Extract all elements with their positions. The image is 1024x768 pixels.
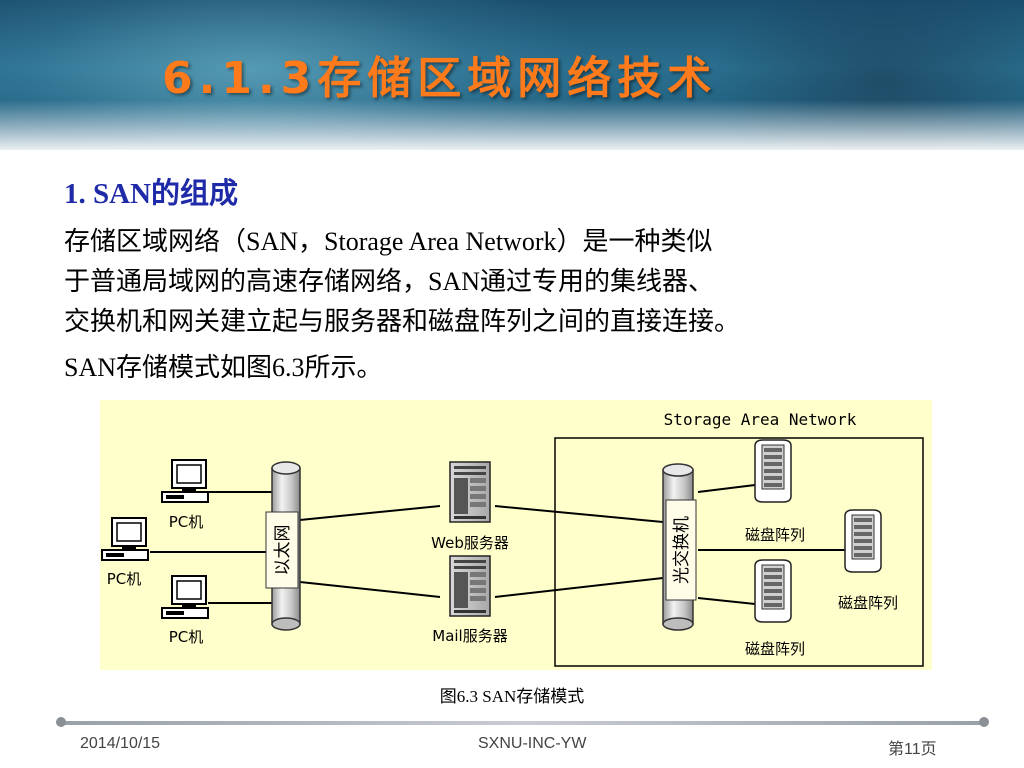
fc-switch-label: 光交换机 <box>672 516 692 584</box>
mail-server-label: Mail服务器 <box>432 627 507 645</box>
paragraph-line-3: 交换机和网关建立起与服务器和磁盘阵列之间的直接连接。 <box>64 307 741 336</box>
mail-server-icon <box>449 555 491 617</box>
disk-array-icon <box>754 439 792 503</box>
san-boundary <box>554 437 924 667</box>
san-box-label: Storage Area Network <box>664 410 857 429</box>
footer-page: 第11页 <box>888 741 937 758</box>
footer-center: SXNU-INC-YW <box>478 735 587 752</box>
body-text: 存储区域网络（SAN，Storage Area Network）是一种类似 于普… <box>64 222 964 388</box>
connection-lines <box>150 484 845 605</box>
disk-array-icon <box>844 509 882 573</box>
pc-label-2: PC机 <box>107 570 142 588</box>
pc-label-1: PC机 <box>169 513 204 531</box>
disk-array-label-3: 磁盘阵列 <box>745 640 805 658</box>
web-server-label: Web服务器 <box>431 534 509 552</box>
pc-icon <box>101 517 149 561</box>
header-fade <box>0 100 1024 155</box>
fc-switch-label-box <box>665 499 697 601</box>
page-title: 6.1.3存储区域网络技术 <box>162 53 718 104</box>
pc-icon <box>161 575 209 619</box>
pc-icon <box>161 459 209 503</box>
web-server-icon <box>449 461 491 523</box>
ethernet-label-box <box>265 511 299 589</box>
paragraph-2: SAN存储模式如图6.3所示。 <box>64 353 383 382</box>
footer-divider <box>60 721 985 725</box>
section-heading: 1. SAN的组成 <box>64 178 239 210</box>
footer-dot-left <box>56 717 66 727</box>
disk-array-label-2: 磁盘阵列 <box>838 594 898 612</box>
san-diagram: Storage Area Network 以太网 <box>100 400 932 670</box>
paragraph-line-1: 存储区域网络（SAN，Storage Area Network）是一种类似 <box>64 227 713 256</box>
footer-date: 2014/10/15 <box>80 735 161 752</box>
san-diagram-svg: Storage Area Network 以太网 <box>101 410 924 667</box>
ethernet-label: 以太网 <box>273 525 293 576</box>
disk-array-icon <box>754 559 792 623</box>
disk-array-label-1: 磁盘阵列 <box>745 526 805 544</box>
figure-caption: 图6.3 SAN存储模式 <box>439 687 585 706</box>
pc-label-3: PC机 <box>169 628 204 646</box>
paragraph-line-2: 于普通局域网的高速存储网络，SAN通过专用的集线器、 <box>64 267 715 296</box>
footer-dot-right <box>979 717 989 727</box>
